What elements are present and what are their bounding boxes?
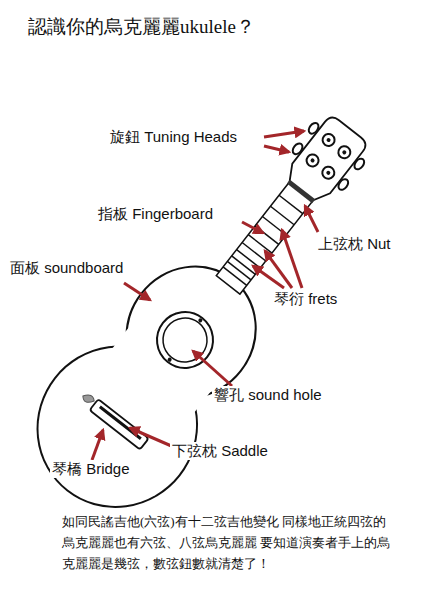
- part-label: 琴衍 frets: [272, 290, 339, 308]
- part-label: 響孔 sound hole: [212, 386, 324, 404]
- part-label: 面板 soundboard: [8, 259, 125, 277]
- part-label: 琴橋 Bridge: [50, 460, 132, 478]
- caption: 如同民謠吉他(六弦)有十二弦吉他變化 同樣地正統四弦的烏克麗麗也有六弦、八弦烏克…: [62, 512, 392, 574]
- part-label: 上弦枕 Nut: [316, 235, 393, 253]
- page-title: 認識你的烏克麗麗ukulele？: [28, 16, 255, 39]
- part-label: 旋鈕 Tuning Heads: [108, 128, 239, 146]
- part-label: 下弦枕 Saddle: [170, 442, 270, 460]
- ukulele: [7, 81, 412, 538]
- part-label: 指板 Fingerboard: [96, 205, 215, 223]
